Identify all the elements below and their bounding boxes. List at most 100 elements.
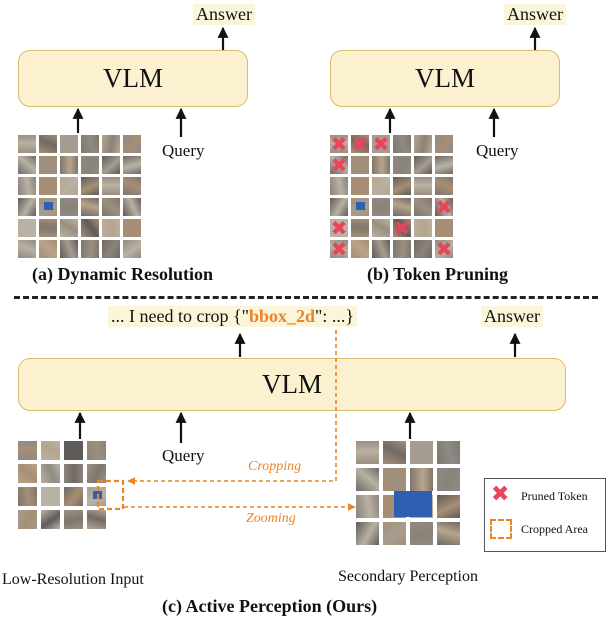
- image-tile: [123, 135, 141, 153]
- image-tile: [351, 219, 369, 237]
- image-tile: [372, 156, 390, 174]
- image-tile: [435, 219, 453, 237]
- image-tile: [356, 495, 379, 518]
- legend-pruned-label: Pruned Token: [521, 489, 588, 503]
- pruned-token-icon: ✖: [330, 216, 348, 240]
- image-tile: [351, 135, 369, 153]
- zooming-label: Zooming: [246, 511, 296, 526]
- image-tile: [330, 156, 348, 174]
- caption-c: (c) Active Perception (Ours): [162, 596, 378, 616]
- pruned-token-icon: ✖: [435, 195, 453, 219]
- image-tile: [435, 240, 453, 258]
- image-tile: [437, 495, 460, 518]
- pruned-token-icon: ✖: [393, 216, 411, 240]
- blue-roof-marker: [44, 201, 54, 210]
- answer-label-b: Answer: [504, 4, 566, 25]
- image-tile: [393, 156, 411, 174]
- image-tile: [383, 522, 406, 545]
- image-tile: [87, 464, 106, 483]
- image-tile: [81, 135, 99, 153]
- image-tile: [351, 177, 369, 195]
- pruned-token-icon: ✖: [491, 482, 510, 507]
- image-tile: [60, 177, 78, 195]
- image-tile: [102, 135, 120, 153]
- image-tile: [39, 240, 57, 258]
- image-tile: [64, 487, 83, 506]
- image-tile: [356, 468, 379, 491]
- image-tile: [18, 240, 36, 258]
- image-tile: [356, 441, 379, 464]
- input-label: Low-Resolution Input: [2, 571, 144, 588]
- blue-roof-marker: [356, 201, 366, 210]
- vlm-label-b: VLM: [415, 63, 475, 93]
- image-tile: [393, 240, 411, 258]
- image-tile: [351, 156, 369, 174]
- cropping-label: Cropping: [248, 459, 302, 474]
- pruned-token-icon: ✖: [330, 237, 348, 261]
- pruned-token-icon: ✖: [372, 132, 390, 156]
- image-tile: [60, 135, 78, 153]
- image-tile: [330, 177, 348, 195]
- pruned-token-icon: ✖: [435, 237, 453, 261]
- image-tile: [123, 198, 141, 216]
- answer-label-a: Answer: [193, 4, 255, 25]
- image-tile: [372, 240, 390, 258]
- query-label-b: Query: [476, 141, 519, 160]
- image-tile: [87, 510, 106, 529]
- image-tile: [393, 135, 411, 153]
- vlm-label-a: VLM: [103, 63, 163, 93]
- image-tile: [18, 177, 36, 195]
- pruned-token-icon: ✖: [330, 153, 348, 177]
- image-tile: [393, 198, 411, 216]
- image-tile: [414, 219, 432, 237]
- thought-suffix: ": ...}: [315, 306, 354, 326]
- thought-key: bbox_2d: [248, 306, 315, 326]
- image-tile: [18, 135, 36, 153]
- image-tile: [435, 156, 453, 174]
- image-tile: [39, 156, 57, 174]
- image-tile: [435, 177, 453, 195]
- caption-b: (b) Token Pruning: [367, 264, 509, 284]
- image-tile: [123, 219, 141, 237]
- image-tile: [123, 156, 141, 174]
- image-tile: [356, 522, 379, 545]
- image-tile: [414, 240, 432, 258]
- image-tile: [410, 441, 433, 464]
- secondary-perception-image: [356, 441, 460, 545]
- vlm-box-a: VLM: [18, 50, 248, 107]
- image-tile: [437, 441, 460, 464]
- section-divider: [14, 296, 598, 299]
- thought-prefix: ... I need to crop {": [111, 306, 249, 326]
- vlm-box-b: VLM: [330, 50, 560, 107]
- image-tile: [18, 487, 37, 506]
- image-tile: [18, 441, 37, 460]
- image-grid-a: [18, 135, 141, 258]
- image-tile: [330, 198, 348, 216]
- image-tile: [81, 240, 99, 258]
- image-tile: [435, 198, 453, 216]
- image-tile: [330, 135, 348, 153]
- image-tile: [102, 156, 120, 174]
- image-tile: [414, 156, 432, 174]
- image-tile: [372, 219, 390, 237]
- image-tile: [64, 441, 83, 460]
- image-tile: [351, 240, 369, 258]
- image-tile: [39, 219, 57, 237]
- image-tile: [410, 468, 433, 491]
- image-tile: [41, 464, 60, 483]
- image-tile: [435, 135, 453, 153]
- image-tile: [372, 177, 390, 195]
- query-label-a: Query: [162, 141, 205, 160]
- image-tile: [437, 468, 460, 491]
- image-tile: [123, 240, 141, 258]
- image-tile: [18, 198, 36, 216]
- image-tile: [60, 240, 78, 258]
- image-tile: [123, 177, 141, 195]
- cropping-path: [127, 330, 337, 485]
- cropped-area-icon: [490, 519, 512, 539]
- image-tile: [102, 177, 120, 195]
- image-tile: [60, 156, 78, 174]
- image-tile: [102, 240, 120, 258]
- vlm-label-c: VLM: [262, 369, 322, 399]
